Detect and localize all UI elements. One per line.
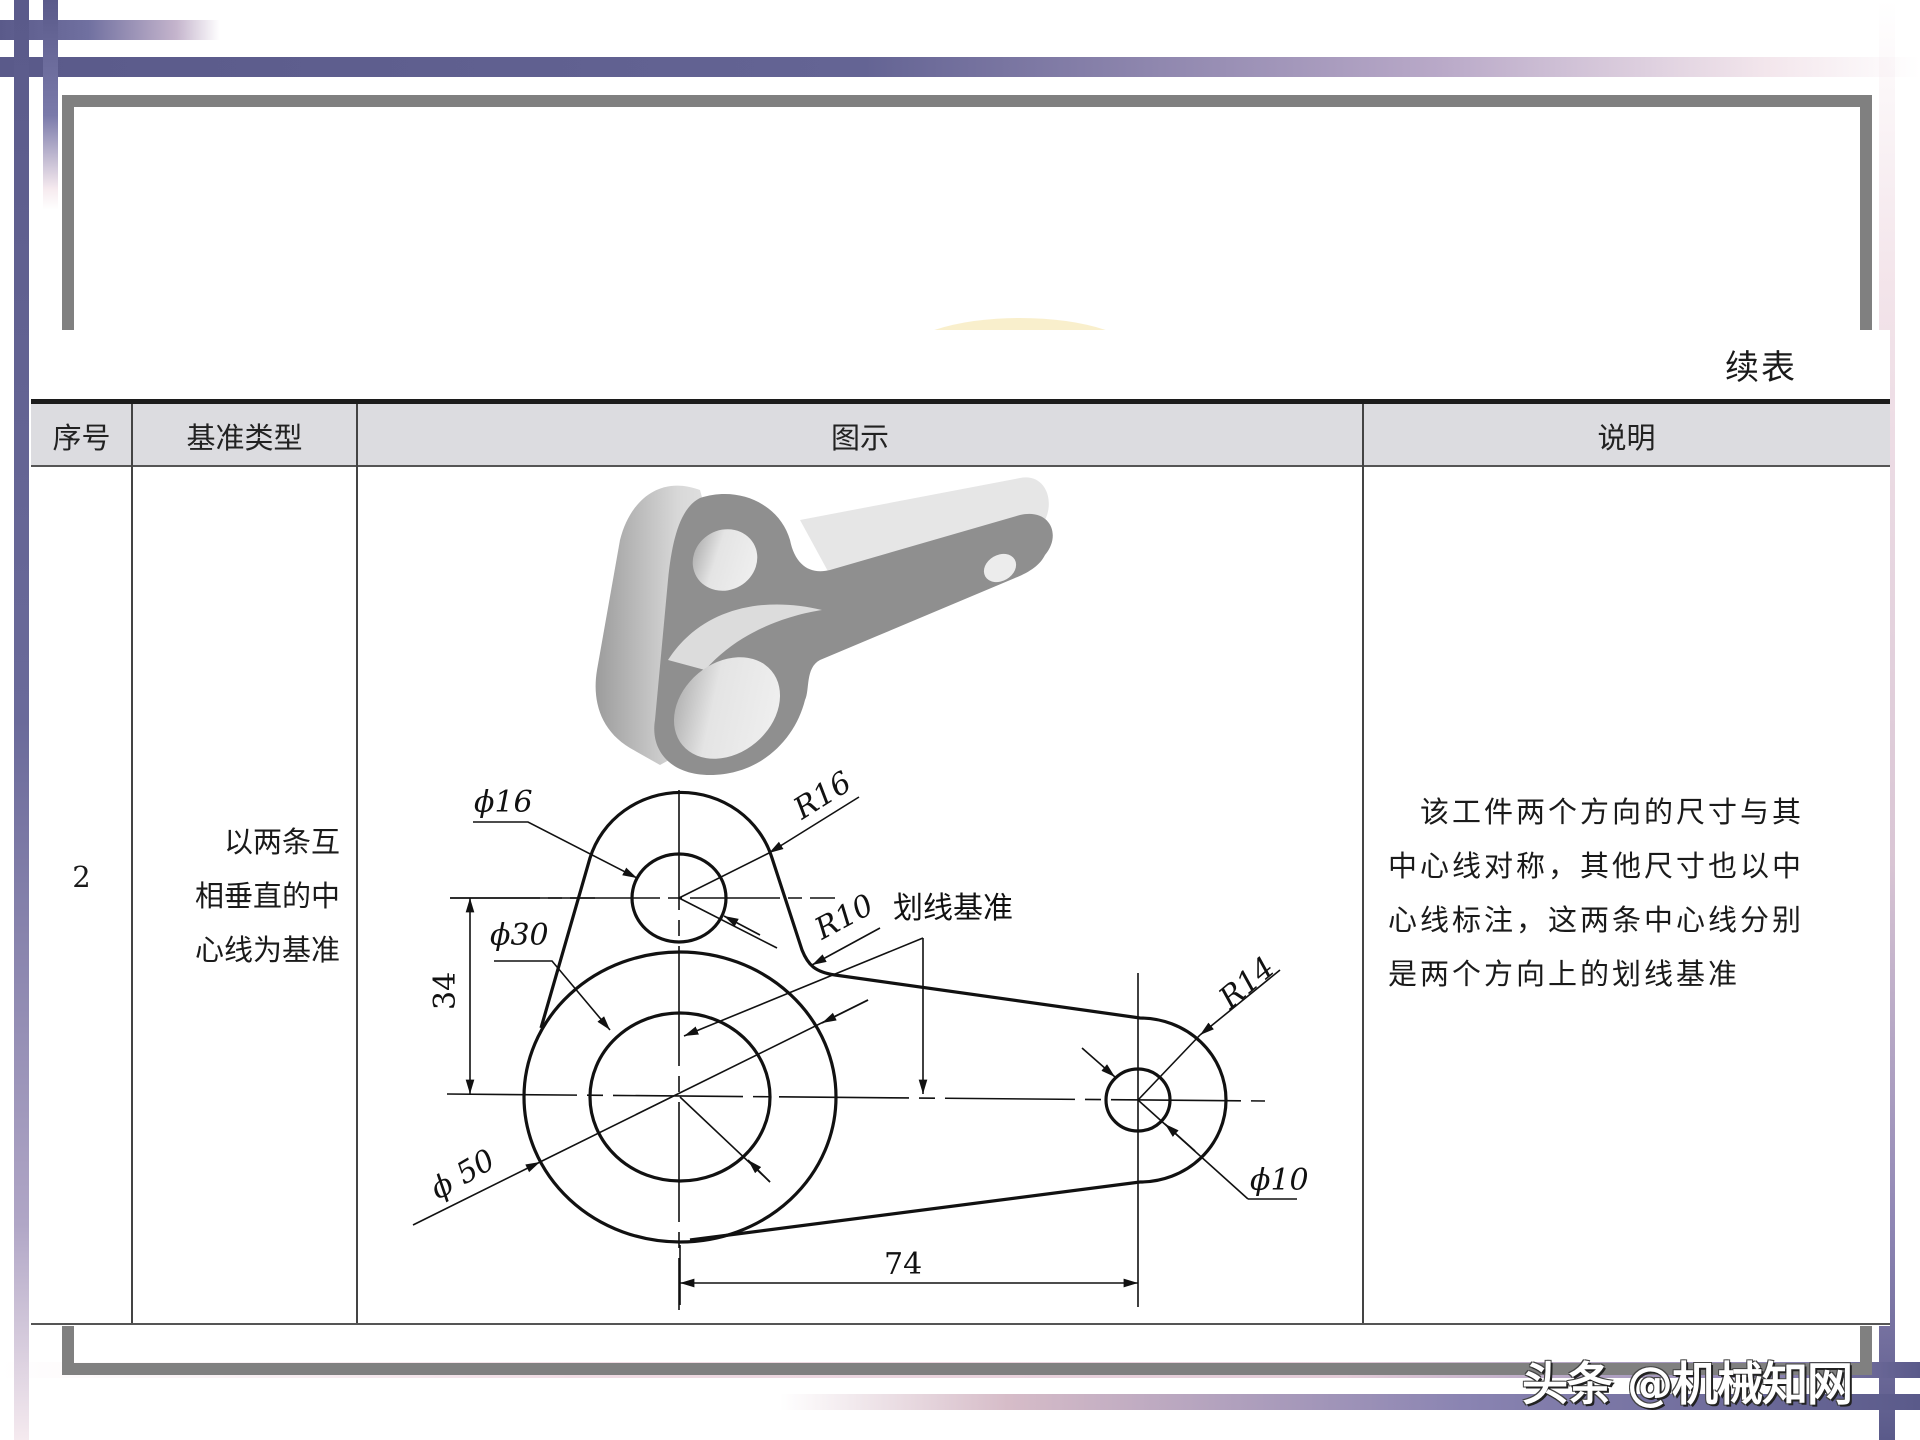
- decorative-bar: [780, 1394, 1920, 1410]
- description-line: 该工件两个方向的尺寸与其: [1388, 795, 1805, 829]
- dimension-labels: ϕ16 R16 R10 ϕ30 34 ϕ 50 R14 ϕ10 74 划线基准: [425, 765, 1309, 1282]
- dim-label-top-boss-radius: R16: [787, 765, 858, 827]
- header-description: 说明: [1597, 420, 1656, 455]
- header-illustration: 图示: [830, 420, 889, 455]
- description-line: 中心线对称，其他尺寸也以中: [1388, 849, 1805, 883]
- column-divider: [356, 404, 358, 1325]
- isometric-part-render: [595, 477, 1053, 775]
- watermark: 头条 @机械知网: [1522, 1357, 1853, 1411]
- dim-label-small-hole: ϕ16: [474, 785, 533, 820]
- dim-label-fillet-radius: R10: [808, 888, 879, 948]
- technical-drawing: [412, 790, 1297, 1310]
- dim-label-vertical-distance: 34: [428, 972, 463, 1010]
- description-line: 心线标注，这两条中心线分别: [1388, 903, 1805, 937]
- table-header: [31, 404, 1890, 467]
- column-divider: [131, 404, 133, 1325]
- datum-type-line: 以两条互: [223, 825, 340, 859]
- header-datum-type: 基准类型: [186, 420, 303, 455]
- dim-label-bore: ϕ30: [490, 918, 549, 953]
- decorative-bar: [14, 0, 29, 1440]
- dim-label-end-hole: ϕ10: [1250, 1163, 1309, 1198]
- datum-type-line: 相垂直的中: [194, 879, 340, 913]
- row-number: 2: [72, 860, 91, 894]
- table-bottom-rule: [31, 1323, 1890, 1325]
- description-cell: 该工件两个方向的尺寸与其 中心线对称，其他尺寸也以中 心线标注，这两条中心线分别…: [1388, 785, 1868, 1001]
- dim-label-end-boss-radius: R14: [1212, 950, 1282, 1017]
- datum-label: 划线基准: [893, 891, 1013, 926]
- datum-type-line: 心线为基准: [194, 933, 340, 967]
- description-line: 是两个方向上的划线基准: [1388, 957, 1741, 991]
- continued-label: 续表: [1725, 348, 1797, 388]
- decorative-bar: [0, 57, 1920, 77]
- dim-label-outer-boss: ϕ 50: [425, 1143, 502, 1207]
- dim-label-horizontal-distance: 74: [884, 1247, 922, 1282]
- decorative-bar: [43, 0, 58, 210]
- header-number: 序号: [52, 420, 111, 455]
- column-divider: [1362, 404, 1364, 1325]
- table-top-rule: [31, 399, 1890, 404]
- datum-type-cell: 以两条互 相垂直的中 心线为基准: [150, 815, 340, 977]
